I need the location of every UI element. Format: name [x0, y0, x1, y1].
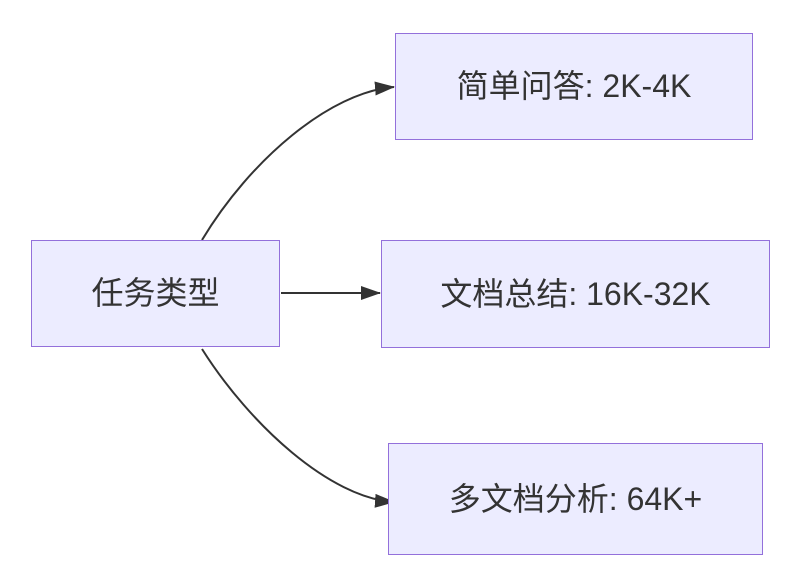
- node-doc-summary: 文档总结: 16K-32K: [381, 240, 770, 348]
- node-multi-doc-label: 多文档分析: 64K+: [448, 480, 703, 517]
- node-multi-doc: 多文档分析: 64K+: [388, 443, 763, 555]
- node-simple-qa: 简单问答: 2K-4K: [395, 33, 753, 140]
- edge-task-type-to-multi-doc: [201, 348, 395, 508]
- node-doc-summary-label: 文档总结: 16K-32K: [440, 275, 711, 312]
- edge-task-type-to-simple-qa: [201, 81, 395, 241]
- node-task-type: 任务类型: [31, 240, 280, 347]
- node-task-type-label: 任务类型: [91, 275, 220, 312]
- node-simple-qa-label: 简单问答: 2K-4K: [456, 68, 692, 105]
